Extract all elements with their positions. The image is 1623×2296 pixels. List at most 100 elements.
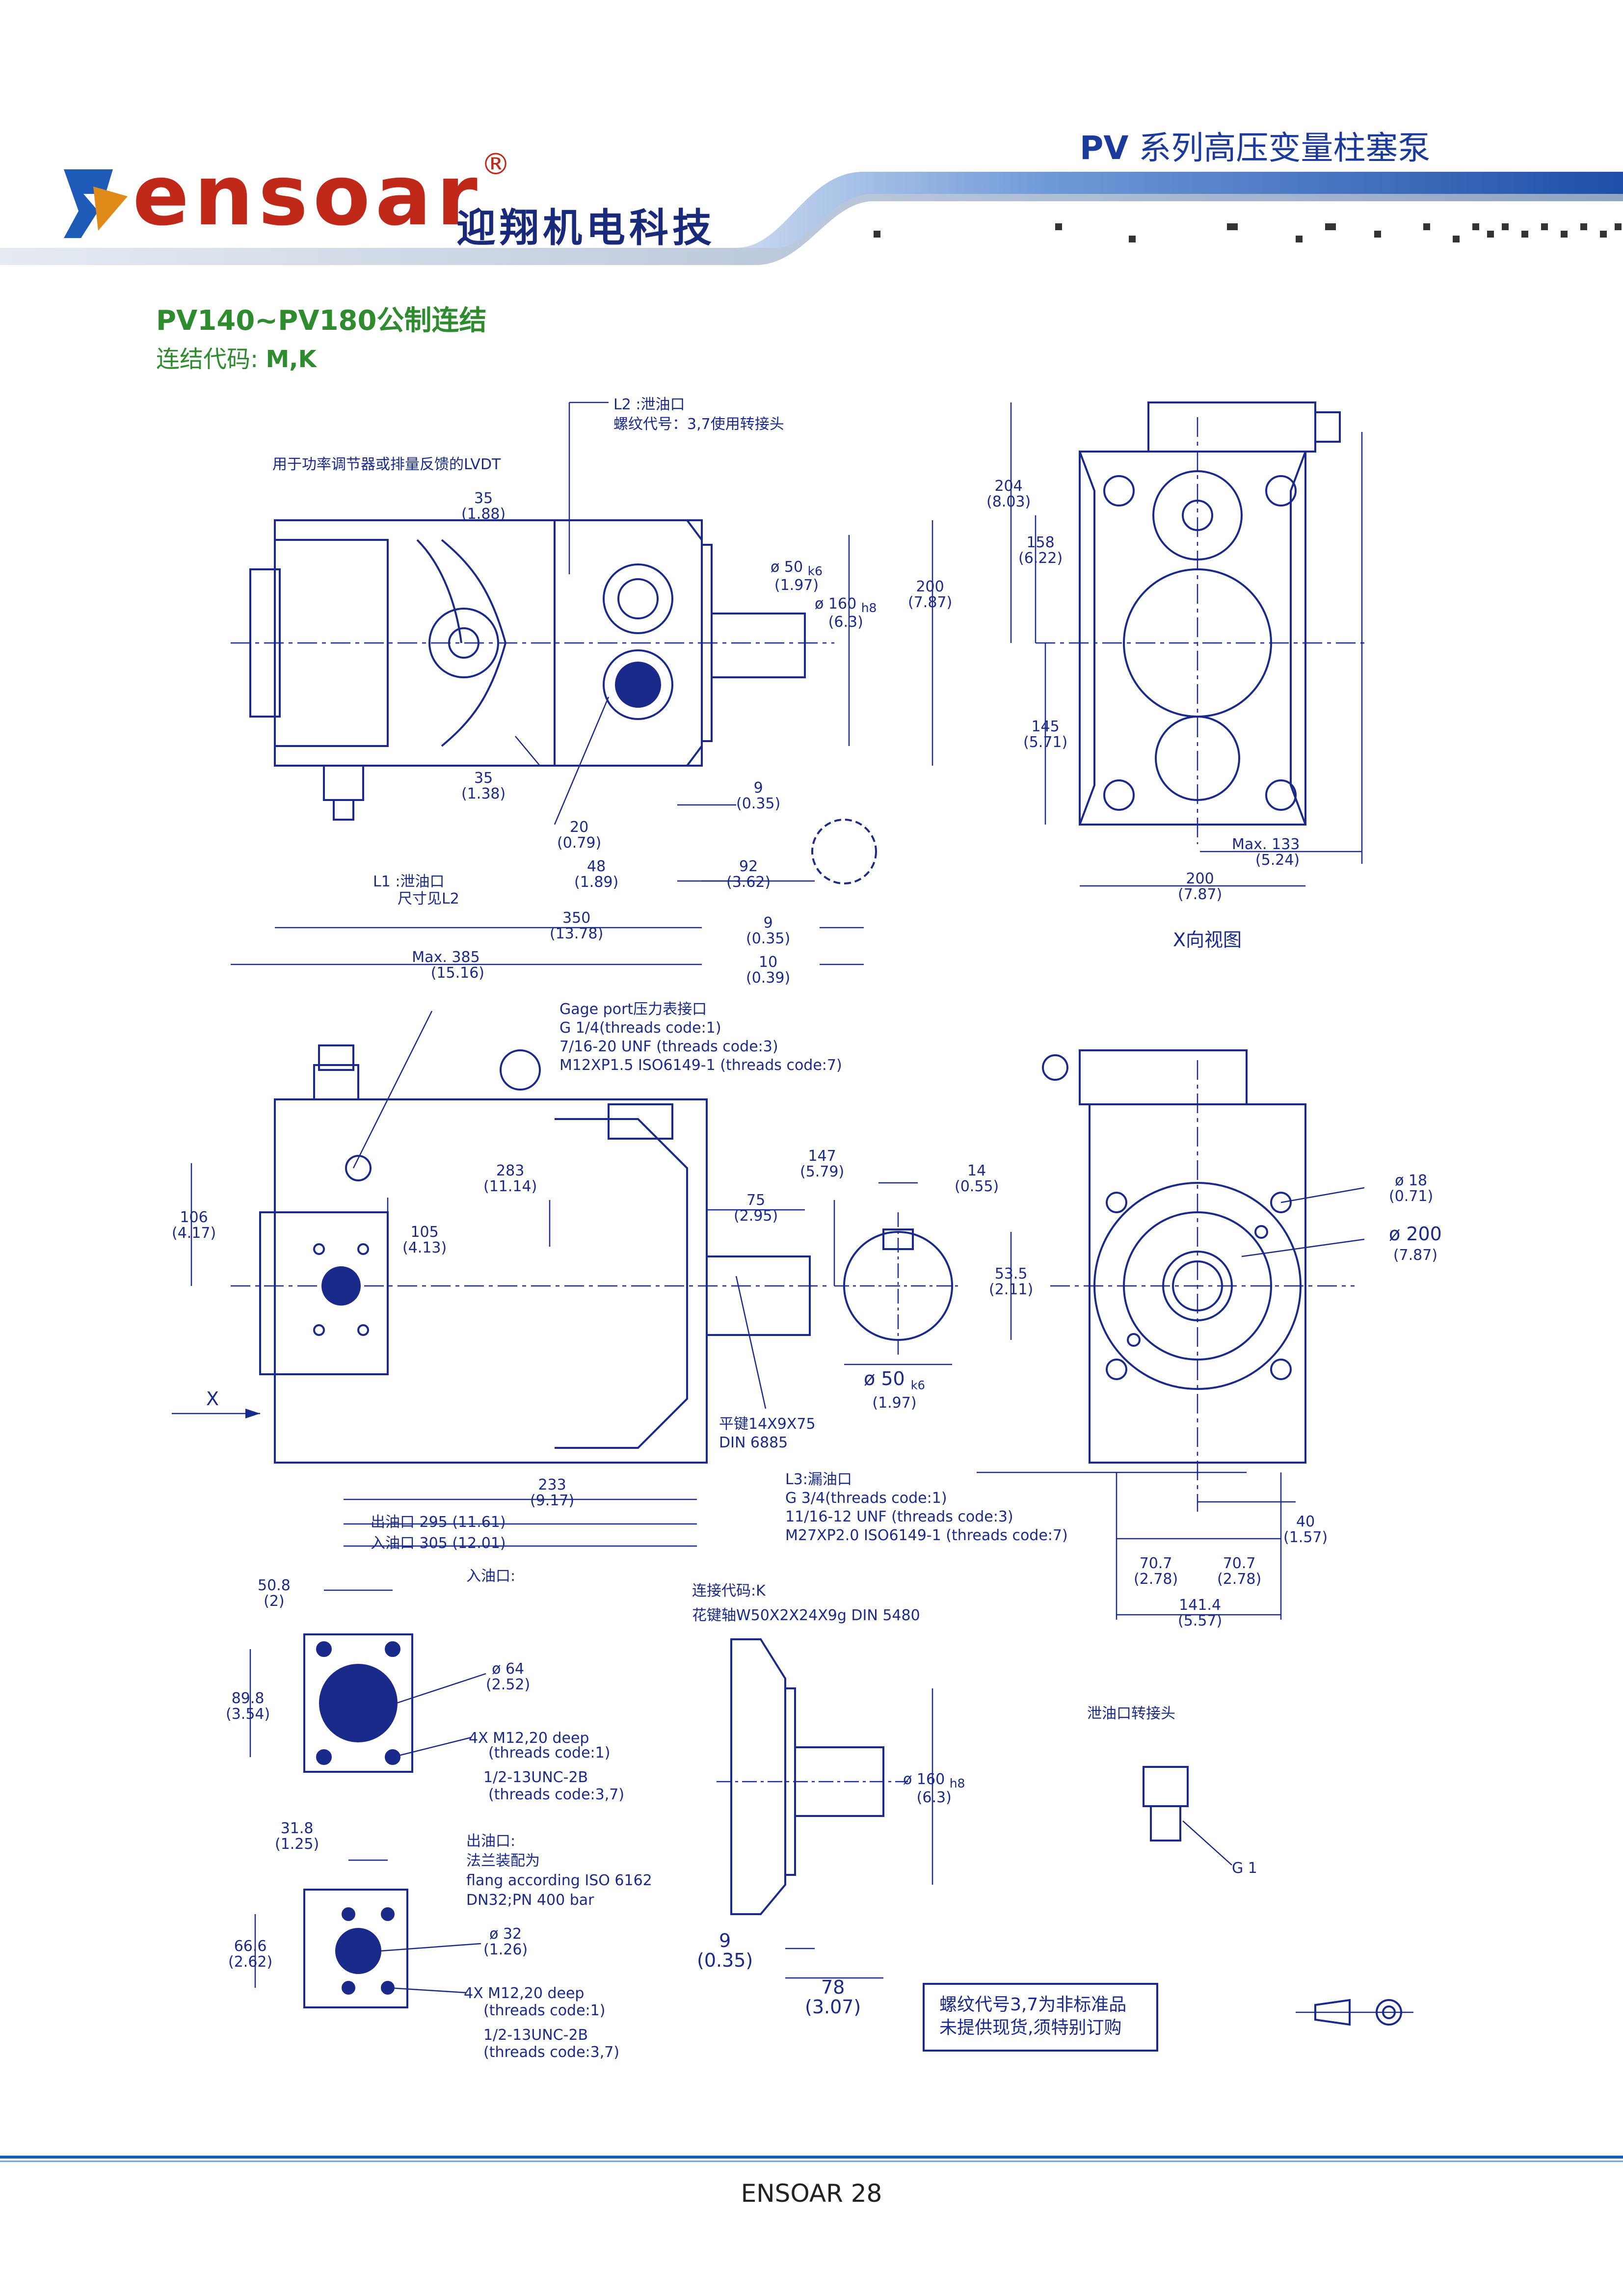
gage-port-g14: G 1/4(threads code:1): [559, 1019, 721, 1037]
dim-78: 78(3.07): [805, 1976, 861, 2018]
dim-106: 106(4.17): [172, 1209, 216, 1242]
l3-unf: 11/16-12 UNF (threads code:3): [785, 1508, 1013, 1525]
dim-160-h8: ø 160 h8(6.3): [815, 595, 877, 631]
gage-port-m12: M12XP1.5 ISO6149-1 (threads code:7): [559, 1057, 842, 1074]
outlet-flange-detail: [254, 1859, 481, 2008]
g1-label: G 1: [1232, 1860, 1257, 1877]
spline-shaft-detail: [717, 1638, 933, 1979]
dim-200-x: 200(7.87): [1178, 870, 1223, 903]
l3-m27: M27XP2.0 ISO6149-1 (threads code:7): [785, 1527, 1068, 1544]
pump-side-view-top: [249, 519, 806, 821]
dim-64: ø 64(2.52): [486, 1660, 531, 1693]
outlet-flange-en: flang according ISO 6162: [466, 1872, 652, 1889]
dim-133: Max. 133 (5.24): [1232, 836, 1300, 869]
dim-31-8: 31.8(1.25): [275, 1820, 319, 1853]
dim-92: 92(3.62): [726, 858, 771, 891]
dim-147: 147(5.79): [800, 1148, 845, 1180]
dim-9-a: 9(0.35): [736, 779, 781, 812]
x-direction-view: [1010, 401, 1369, 887]
brand-logo: ensoar: [133, 147, 482, 244]
brand-chinese-name: 迎翔机电科技: [456, 205, 716, 251]
dim-283: 283(11.14): [483, 1162, 537, 1195]
dim-70-7-right: 70.7(2.78): [1217, 1555, 1262, 1588]
spline-code-label: 连接代码:K: [692, 1582, 766, 1600]
inlet-flange-detail: [249, 1589, 486, 1773]
dim-53-5: 53.5(2.11): [989, 1265, 1034, 1298]
outlet-bolts-2: (threads code:1): [483, 2002, 606, 2019]
x-view-label: X向视图: [1173, 929, 1242, 951]
lvdt-label: 用于功率调节器或排量反馈的LVDT: [272, 456, 501, 473]
l3-g34: G 3/4(threads code:1): [785, 1490, 947, 1507]
l2-drain-thread: 螺纹代号：3,7使用转接头: [613, 416, 784, 433]
dim-18: ø 18(0.71): [1389, 1172, 1434, 1205]
drain-adapter-label: 泄油口转接头: [1087, 1705, 1175, 1722]
dim-141-4: 141.4(5.57): [1178, 1597, 1223, 1629]
inlet-bolts-1: 4X M12,20 deep: [469, 1730, 589, 1747]
dim-233: 233(9.17): [530, 1476, 575, 1509]
notice-line-1: 螺纹代号3,7为非标准品: [939, 1995, 1127, 2015]
spline-desc-label: 花键轴W50X2X24X9g DIN 5480: [692, 1607, 920, 1624]
dim-200-flange: ø 200(7.87): [1389, 1223, 1442, 1264]
dim-50-k6: ø 50 k6(1.97): [771, 559, 823, 594]
dim-9-b: 9(0.35): [746, 914, 791, 947]
gage-port-unf: 7/16-20 UNF (threads code:3): [559, 1038, 778, 1055]
dim-70-7-left: 70.7(2.78): [1134, 1555, 1178, 1588]
nonstandard-notice: 螺纹代号3,7为非标准品 未提供现货,须特别订购: [923, 1983, 1158, 2052]
notice-line-2: 未提供现货,须特别订购: [939, 2017, 1122, 2038]
dim-50-8: 50.8(2): [258, 1577, 291, 1610]
outlet-flange: 法兰装配为: [466, 1852, 540, 1869]
outlet-295: 出油口 295 (11.61): [371, 1514, 506, 1531]
outlet-bolts-3: 1/2-13UNC-2B: [483, 2027, 588, 2044]
l2-drain-title: L2 :泄油口: [613, 396, 685, 413]
dim-105: 105(4.13): [402, 1224, 447, 1256]
dim-350: 350(13.78): [550, 909, 604, 942]
inlet-label: 入油口:: [466, 1568, 516, 1585]
page-footer: ENSOAR 28: [741, 2179, 882, 2208]
l1-drain-size: 尺寸见L2: [398, 890, 459, 908]
dim-145: 145(5.71): [1023, 718, 1068, 751]
key-std-label: DIN 6885: [719, 1434, 788, 1451]
drain-adapter-detail: [1143, 1766, 1232, 1866]
outlet-bolts-1: 4X M12,20 deep: [464, 1985, 585, 2002]
dim-158: 158(6.22): [1018, 534, 1063, 567]
dim-20: 20(0.79): [557, 819, 602, 852]
x-arrow-label: X: [206, 1388, 219, 1410]
flange-front-view: [977, 1049, 1365, 1620]
dim-32: ø 32(1.26): [483, 1925, 528, 1958]
dim-10: 10(0.39): [746, 954, 791, 987]
section-subtitle: 连结代码: M,K: [156, 346, 317, 373]
dim-200-side: 200(7.87): [908, 578, 953, 611]
dim-160-h8-b: ø 160 h8(6.3): [903, 1771, 965, 1807]
dim-50-k6-b: ø 50 k6(1.97): [864, 1368, 925, 1412]
dim-204: 204(8.03): [986, 478, 1031, 510]
dim-40: 40(1.57): [1283, 1513, 1328, 1546]
dim-14: 14(0.55): [955, 1162, 999, 1195]
dim-66-6: 66.6(2.62): [228, 1938, 273, 1971]
inlet-bolts-3: 1/2-13UNC-2B: [483, 1769, 588, 1786]
l3-title: L3:漏油口: [785, 1471, 852, 1488]
inlet-bolts-4: (threads code:3,7): [488, 1786, 625, 1803]
dim-48: 48(1.89): [574, 858, 619, 891]
section-title: PV140~PV180公制连结: [156, 305, 487, 337]
series-title: PV 系列高压变量柱塞泵: [1080, 129, 1431, 167]
gage-port-title: Gage port压力表接口: [559, 1001, 707, 1018]
pump-side-view-middle: [172, 1011, 835, 1547]
dim-9-c: 9(0.35): [697, 1930, 753, 1971]
outlet-bolts-4: (threads code:3,7): [483, 2044, 620, 2061]
shaft-key-section: [834, 1182, 1012, 1365]
key-label: 平键14X9X75: [719, 1415, 816, 1433]
dim-35-top: 35(1.88): [461, 490, 506, 523]
outlet-dn: DN32;PN 400 bar: [466, 1892, 594, 1909]
header-band: [0, 169, 1623, 265]
inlet-bolts-2: (threads code:1): [488, 1744, 611, 1762]
dim-35-bottom: 35(1.38): [461, 770, 506, 802]
dim-89-8: 89.8(3.54): [226, 1690, 270, 1723]
dim-385: Max. 385 (15.16): [412, 949, 484, 982]
registered-icon: ®: [481, 147, 510, 182]
outlet-title: 出油口:: [466, 1833, 516, 1850]
projection-symbol-icon: [1296, 1999, 1413, 2026]
inlet-305: 入油口 305 (12.01): [371, 1535, 506, 1552]
dim-75: 75(2.95): [734, 1192, 778, 1225]
logo-mark-icon: [64, 169, 128, 238]
